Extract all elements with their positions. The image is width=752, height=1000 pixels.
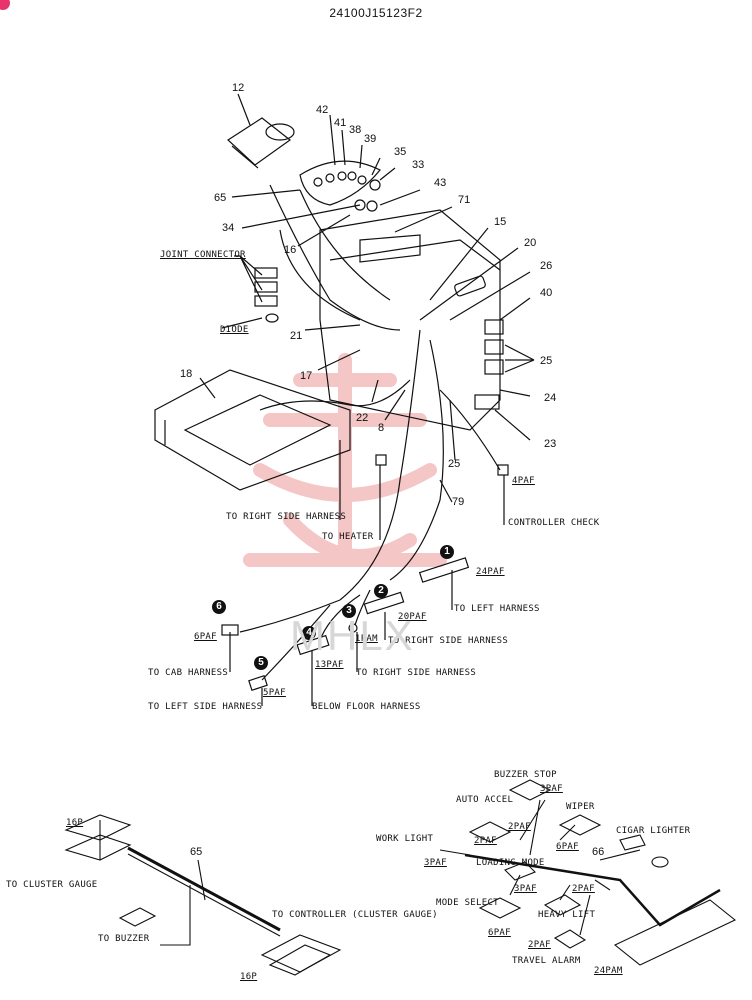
controller-box [227,117,292,166]
part-26: 26 [540,260,553,272]
label-work-light: WORK LIGHT [376,834,434,844]
part-40: 40 [540,287,553,299]
label-2paf-b: 2PAF [474,836,497,846]
label-mode-select: MODE SELECT [436,898,499,908]
part-66: 66 [592,846,605,858]
part-41: 41 [334,117,347,129]
part-24: 24 [544,392,557,404]
part-43: 43 [434,177,447,189]
part-20: 20 [524,237,537,249]
label-auto-accel: AUTO ACCEL [456,795,514,805]
label-24paf: 24PAF [476,567,505,577]
part-25-right: 25 [540,355,553,367]
label-20paf: 20PAF [398,612,427,622]
label-16p-top: 16P [66,818,84,828]
part-38: 38 [349,124,362,136]
label-loading-mode: LOADING MODE [476,858,545,868]
part-33: 33 [412,159,425,171]
label-5paf: 5PAF [263,688,286,698]
label-controller-check: CONTROLLER CHECK [508,518,600,528]
label-heavy-lift: HEAVY LIFT [538,910,596,920]
part-71: 71 [458,194,471,206]
watermark-emblem [243,353,447,567]
label-4paf: 4PAF [512,476,535,486]
label-2paf-c: 2PAF [572,884,595,894]
label-to-left-side-harness: TO LEFT SIDE HARNESS [148,702,263,712]
label-to-left-harness: TO LEFT HARNESS [454,604,540,614]
label-16p-bottom: 16P [240,972,258,982]
label-3paf-c: 3PAF [514,884,537,894]
callout-3: 3 [342,604,356,618]
part-17: 17 [300,370,313,382]
label-cigar-lighter: CIGAR LIGHTER [616,826,691,836]
label-2paf-d: 2PAF [528,940,551,950]
label-buzzer-stop: BUZZER STOP [494,770,557,780]
part-25-lower: 25 [448,458,461,470]
part-65-top: 65 [214,192,227,204]
label-joint-connector: JOINT CONNECTOR [160,250,246,260]
part-65-bottom: 65 [190,846,203,858]
label-to-right-side-harness-b: TO RIGHT SIDE HARNESS [388,636,509,646]
part-8: 8 [378,422,385,434]
label-diode: DIODE [220,325,249,335]
label-13paf: 13PAF [315,660,344,670]
label-to-right-side-harness-c: TO RIGHT SIDE HARNESS [356,668,477,678]
part-42: 42 [316,104,329,116]
label-to-cluster-gauge: TO CLUSTER GAUGE [6,880,98,890]
part-16: 16 [284,244,297,256]
label-6paf: 6PAF [194,632,217,642]
part-18: 18 [180,368,193,380]
part-12: 12 [232,82,245,94]
label-below-floor-harness: BELOW FLOOR HARNESS [312,702,421,712]
part-15: 15 [494,216,507,228]
part-39: 39 [364,133,377,145]
label-to-controller: TO CONTROLLER (CLUSTER GAUGE) [272,910,438,920]
label-3paf-b: 3PAF [424,858,447,868]
part-79: 79 [452,496,465,508]
callout-2: 2 [374,584,388,598]
pink-corner-badge [0,0,10,10]
callout-4: 4 [302,626,316,640]
label-1pam: 1PAM [355,634,378,644]
label-3paf-a: 3PAF [540,784,563,794]
part-34: 34 [222,222,235,234]
diagram-title: 24100J15123F2 [329,6,423,20]
part-23: 23 [544,438,557,450]
label-24pam: 24PAM [594,966,623,976]
label-to-cab-harness: TO CAB HARNESS [148,668,229,678]
label-travel-alarm: TRAVEL ALARM [512,956,581,966]
label-to-heater: TO HEATER [322,532,374,542]
callout-5: 5 [254,656,268,670]
part-22: 22 [356,412,369,424]
label-6paf-mode: 6PAF [488,928,511,938]
part-21: 21 [290,330,303,342]
callout-1: 1 [440,545,454,559]
label-to-right-side-harness-a: TO RIGHT SIDE HARNESS [226,512,347,522]
part-35: 35 [394,146,407,158]
label-wiper: WIPER [566,802,595,812]
label-to-buzzer: TO BUZZER [98,934,150,944]
callout-6: 6 [212,600,226,614]
label-2paf-a: 2PAF [508,822,531,832]
watermark-text: MHLX [290,612,415,659]
connector-12 [265,123,295,141]
label-6paf-wiper: 6PAF [556,842,579,852]
